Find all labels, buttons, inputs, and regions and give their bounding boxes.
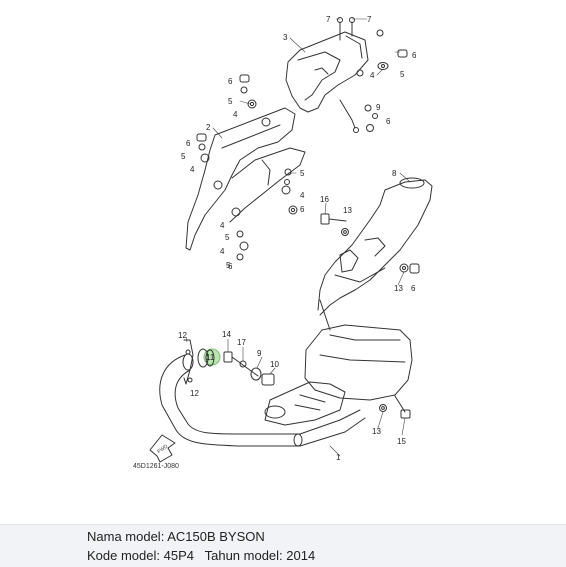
part-13-nut-right xyxy=(399,263,420,274)
part-9-collar xyxy=(250,367,262,381)
callout-4d: 4 xyxy=(300,191,305,200)
callout-13a: 13 xyxy=(343,206,352,215)
model-name-value: AC150B BYSON xyxy=(167,529,265,544)
callout-10: 10 xyxy=(270,360,279,369)
model-year-value: 2014 xyxy=(286,548,316,563)
part-2-hardware xyxy=(196,74,298,261)
model-info-panel: Nama model: AC150B BYSON Kode model: 45P… xyxy=(0,524,566,567)
callout-16: 16 xyxy=(320,195,329,204)
callout-5e: 5 xyxy=(225,233,230,242)
callout-6d: 6 xyxy=(386,117,391,126)
model-name-row: Nama model: AC150B BYSON xyxy=(87,529,265,544)
callout-6a: 6 xyxy=(412,51,417,60)
callout-15: 15 xyxy=(397,437,406,446)
leader-lines xyxy=(185,18,411,457)
callout-labels: 7 7 3 6 5 4 6 5 4 2 6 5 4 9 6 5 4 6 5 4 … xyxy=(178,15,417,462)
callout-5c: 5 xyxy=(181,152,186,161)
model-code-value: 45P4 xyxy=(163,548,194,563)
callout-8: 8 xyxy=(392,169,397,178)
callout-5b: 5 xyxy=(228,97,233,106)
part-3-hardware xyxy=(337,17,408,133)
callout-4c: 4 xyxy=(190,165,195,174)
callout-3: 3 xyxy=(283,33,288,42)
callout-5f: 5 xyxy=(226,261,231,270)
exhaust-system-diagram: 7 7 3 6 5 4 6 5 4 2 6 5 4 9 6 5 4 6 5 4 … xyxy=(133,15,433,470)
callout-6g: 6 xyxy=(411,284,416,293)
callout-7a: 7 xyxy=(326,15,331,24)
callout-9b: 9 xyxy=(257,349,262,358)
callout-11: 11 xyxy=(206,353,215,362)
part-12-bracket xyxy=(183,339,194,385)
callout-4a: 4 xyxy=(370,71,375,80)
part-1-muffler-lower xyxy=(264,299,413,426)
callout-17: 17 xyxy=(237,338,246,347)
callout-2: 2 xyxy=(206,123,211,132)
part-10-damper xyxy=(261,373,275,386)
callout-13b: 13 xyxy=(394,284,403,293)
callout-7b: 7 xyxy=(367,15,372,24)
callout-1: 1 xyxy=(336,453,341,462)
part-13-washer-bottom xyxy=(379,404,387,412)
callout-4b: 4 xyxy=(233,110,238,119)
model-name-label: Nama model: xyxy=(87,529,165,544)
model-year-label: Tahun model: xyxy=(204,548,283,563)
callout-5a: 5 xyxy=(400,70,405,79)
fwd-arrow-icon xyxy=(149,434,176,463)
callout-12a: 12 xyxy=(178,331,187,340)
callout-6b: 6 xyxy=(228,77,233,86)
callout-6e: 6 xyxy=(300,205,305,214)
callout-4e: 4 xyxy=(220,221,225,230)
callout-9a: 9 xyxy=(376,103,381,112)
part-14-bolt xyxy=(223,351,259,377)
part-11-gasket xyxy=(197,348,221,368)
callout-14: 14 xyxy=(222,330,231,339)
part-1-exhaust-pipe xyxy=(159,353,366,447)
callout-12b: 12 xyxy=(190,389,199,398)
model-code-label: Kode model: xyxy=(87,548,160,563)
part-15-bolt xyxy=(394,395,411,419)
diagram-code: 45D1261-J080 xyxy=(133,463,179,470)
fwd-label: FWD xyxy=(156,443,169,455)
part-3-cover xyxy=(285,31,369,113)
callout-6f: 6 xyxy=(228,262,233,271)
callout-6c: 6 xyxy=(186,139,191,148)
part-8-muffler-upper xyxy=(317,177,433,316)
callout-4f: 4 xyxy=(220,247,225,256)
model-code-row: Kode model: 45P4 Tahun model: 2014 xyxy=(87,548,315,563)
callout-5d: 5 xyxy=(300,169,305,178)
part-16-bolt xyxy=(320,213,349,236)
part-2-protector xyxy=(185,107,306,251)
callout-13c: 13 xyxy=(372,427,381,436)
